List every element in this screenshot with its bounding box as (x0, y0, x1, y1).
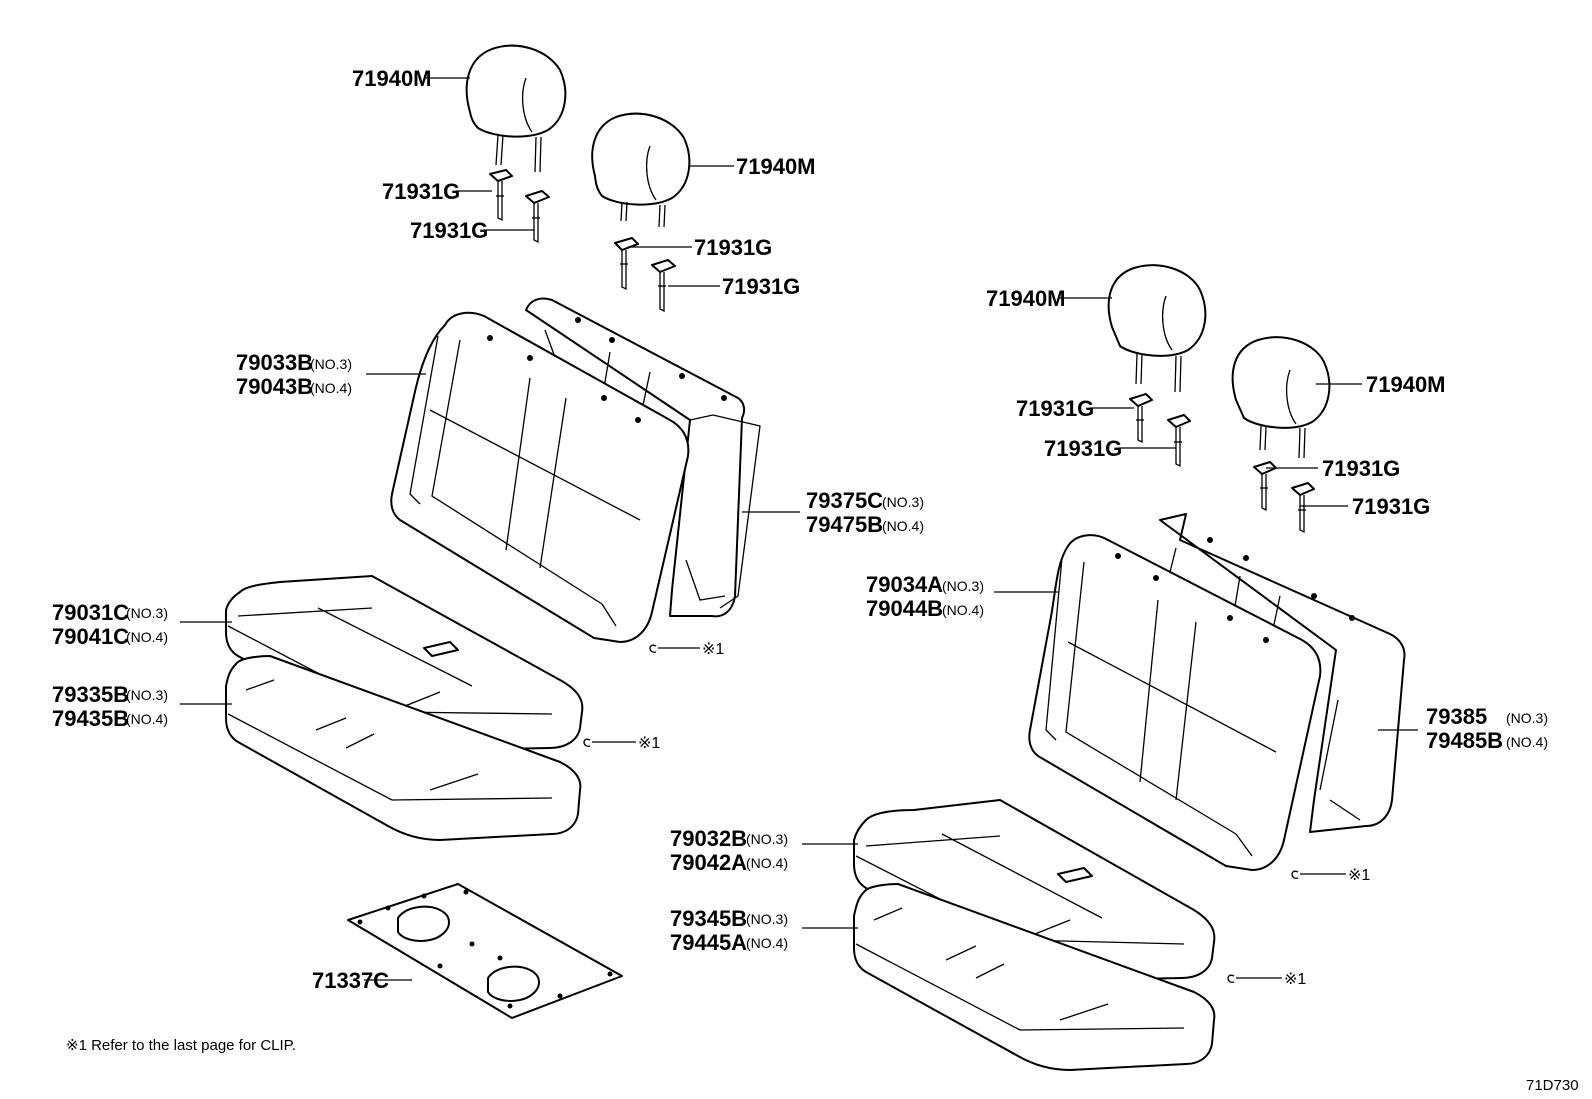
cushion-right-pad (853, 883, 1216, 1071)
label-support-tr-1: 71931G (1016, 396, 1094, 421)
support-left-1 (489, 169, 513, 222)
label-support-tl-1: 71931G (382, 179, 460, 204)
label-back-right-a-sub: (NO.3) (942, 578, 984, 594)
label-pad-right-a-sub: (NO.3) (746, 911, 788, 927)
support-right-4 (1291, 482, 1315, 534)
label-headrest-tr-1: 71940M (986, 286, 1066, 311)
support-left-2 (525, 190, 550, 244)
cushion-left-pad (225, 655, 582, 841)
label-back-left-a-sub: (NO.3) (310, 356, 352, 372)
support-right-2 (1167, 414, 1191, 468)
label-support-tl-2: 71931G (410, 218, 488, 243)
label-support-tr-2: 71931G (1044, 436, 1122, 461)
seatback-left-rear-board (525, 297, 761, 618)
label-clip-4: ※1 (1284, 971, 1306, 988)
label-support-tr-4: 71931G (1352, 494, 1430, 519)
figure-code: 71D730 (1526, 1077, 1579, 1094)
label-cushion-left-b: 79041C (52, 624, 129, 649)
label-rear-right-a: 79385 (1426, 704, 1487, 729)
label-rear-right-b: 79485B (1426, 728, 1503, 753)
label-rear-left-a: 79375C (806, 488, 883, 513)
label-board: 71337C (312, 968, 389, 993)
label-support-tl-4: 71931G (722, 274, 800, 299)
label-cushion-right-a-sub: (NO.3) (746, 831, 788, 847)
label-back-left-a: 79033B (236, 350, 313, 375)
clip-marker-4 (1227, 974, 1282, 983)
label-rear-right-a-sub: (NO.3) (1506, 710, 1548, 726)
headrest-right-2 (1231, 336, 1331, 459)
label-clip-2: ※1 (638, 735, 660, 752)
support-left-3 (614, 237, 639, 291)
clip-marker-2 (583, 738, 636, 747)
seatback-right-cover (1028, 534, 1355, 871)
label-back-right-b: 79044B (866, 596, 943, 621)
label-cushion-left-b-sub: (NO.4) (126, 629, 168, 645)
label-pad-left-a: 79335B (52, 682, 129, 707)
label-pad-left-a-sub: (NO.3) (126, 687, 168, 703)
label-back-left-b-sub: (NO.4) (310, 380, 352, 396)
label-back-left-b: 79043B (236, 374, 313, 399)
label-rear-left-b: 79475B (806, 512, 883, 537)
label-headrest-tr-2: 71940M (1366, 372, 1446, 397)
footnote: ※1 Refer to the last page for CLIP. (66, 1037, 296, 1054)
label-rear-left-a-sub: (NO.3) (882, 494, 924, 510)
label-back-right-a: 79034A (866, 572, 943, 597)
clip-marker-1 (649, 644, 700, 653)
label-back-right-b-sub: (NO.4) (942, 602, 984, 618)
cushion-right-cover (853, 799, 1216, 981)
support-right-3 (1253, 461, 1277, 512)
headrest-left-1 (465, 44, 567, 173)
label-pad-left-b-sub: (NO.4) (126, 711, 168, 727)
support-left-4 (651, 259, 676, 313)
label-pad-right-a: 79345B (670, 906, 747, 931)
label-pad-right-b-sub: (NO.4) (746, 935, 788, 951)
label-headrest-tl-2: 71940M (736, 154, 816, 179)
label-cushion-left-a-sub: (NO.3) (126, 605, 168, 621)
label-cushion-right-b-sub: (NO.4) (746, 855, 788, 871)
label-cushion-left-a: 79031C (52, 600, 129, 625)
label-pad-right-b: 79445A (670, 930, 747, 955)
seatback-left-cover (390, 311, 727, 643)
leader-lines (180, 77, 1418, 981)
seat-board (347, 883, 623, 1019)
label-pad-left-b: 79435B (52, 706, 129, 731)
label-cushion-right-a: 79032B (670, 826, 747, 851)
support-right-1 (1129, 393, 1153, 444)
label-cushion-right-b: 79042A (670, 850, 747, 875)
headrest-left-2 (591, 112, 691, 228)
label-rear-right-b-sub: (NO.4) (1506, 734, 1548, 750)
label-support-tl-3: 71931G (694, 235, 772, 260)
label-rear-left-b-sub: (NO.4) (882, 518, 924, 534)
label-headrest-tl-1: 71940M (352, 66, 432, 91)
label-support-tr-3: 71931G (1322, 456, 1400, 481)
label-clip-3: ※1 (1348, 867, 1370, 884)
label-clip-1: ※1 (702, 641, 724, 658)
clip-marker-3 (1291, 870, 1346, 879)
headrest-right-1 (1107, 264, 1207, 393)
